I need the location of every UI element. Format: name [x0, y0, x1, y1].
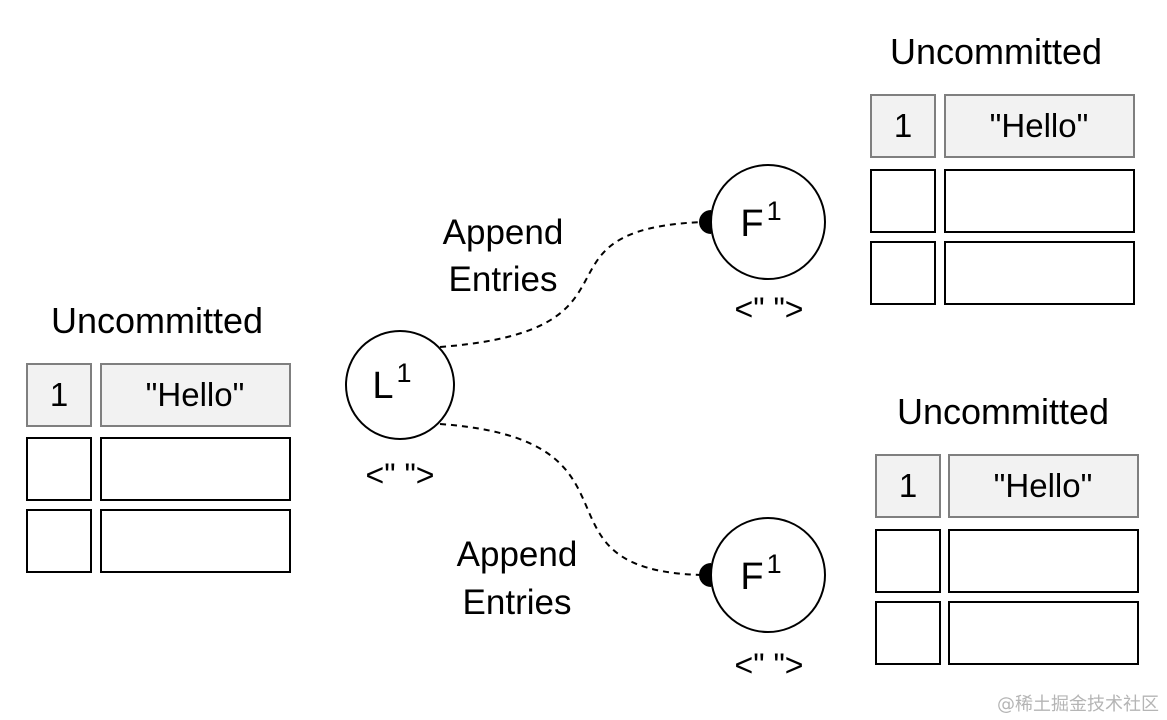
edge-endpoint-top — [699, 210, 711, 234]
leader-log-title: Uncommitted — [51, 300, 263, 341]
leader-log-term: 1 — [50, 376, 68, 413]
edge-leader-to-follower-top — [439, 221, 703, 348]
leader-log-empty-cell — [26, 509, 92, 573]
follower-top-log-empty-cell — [870, 169, 936, 233]
leader-log-empty-cell — [26, 437, 92, 501]
edge-label-top: Append Entries — [443, 213, 564, 299]
follower-bottom-log: Uncommitted 1 "Hello" — [875, 391, 1139, 665]
follower-top-log-value-cell — [944, 94, 1135, 158]
follower-bottom-log-term: 1 — [899, 467, 917, 504]
follower-top-log-empty-cell — [870, 241, 936, 305]
follower-bottom-log-empty-cell — [948, 601, 1139, 665]
follower-bottom-log-term-cell — [875, 454, 941, 518]
edge-leader-to-follower-bottom — [439, 423, 703, 576]
follower-bottom-log-empty-cell — [875, 601, 941, 665]
leader-log-empty-cell — [100, 437, 291, 501]
follower-bottom-log-value: "Hello" — [994, 467, 1093, 504]
edge-endpoint-bottom — [699, 563, 711, 587]
leader-log-value-cell — [100, 363, 291, 427]
follower-bottom-log-empty-cell — [948, 529, 1139, 593]
edge-label-bottom: Append Entries — [457, 535, 578, 622]
follower-top-state: <" "> — [735, 291, 804, 327]
watermark: @稀土掘金技术社区 — [997, 694, 1159, 715]
svg-text:Entries: Entries — [449, 260, 558, 299]
leader-log-term-cell — [26, 363, 92, 427]
follower-bottom-log-title: Uncommitted — [897, 391, 1109, 432]
follower-top-log-term-cell — [870, 94, 936, 158]
leader-state: <" "> — [366, 457, 435, 493]
follower-top-log-empty-cell — [944, 169, 1135, 233]
leader-log-empty-cell — [100, 509, 291, 573]
svg-text:Entries: Entries — [463, 583, 572, 622]
follower-top-log-value: "Hello" — [990, 107, 1089, 144]
follower-top-log-title: Uncommitted — [890, 31, 1102, 72]
svg-text:Append: Append — [443, 213, 564, 252]
follower-bottom-log-empty-cell — [875, 529, 941, 593]
leader-log: Uncommitted 1 "Hello" — [26, 300, 291, 573]
svg-text:Append: Append — [457, 535, 578, 574]
follower-top-log-empty-cell — [944, 241, 1135, 305]
leader-log-value: "Hello" — [146, 376, 245, 413]
follower-top-log-term: 1 — [894, 107, 912, 144]
follower-top-log: Uncommitted 1 "Hello" — [870, 31, 1135, 305]
follower-bottom-state: <" "> — [735, 647, 804, 683]
follower-bottom-log-value-cell — [948, 454, 1139, 518]
